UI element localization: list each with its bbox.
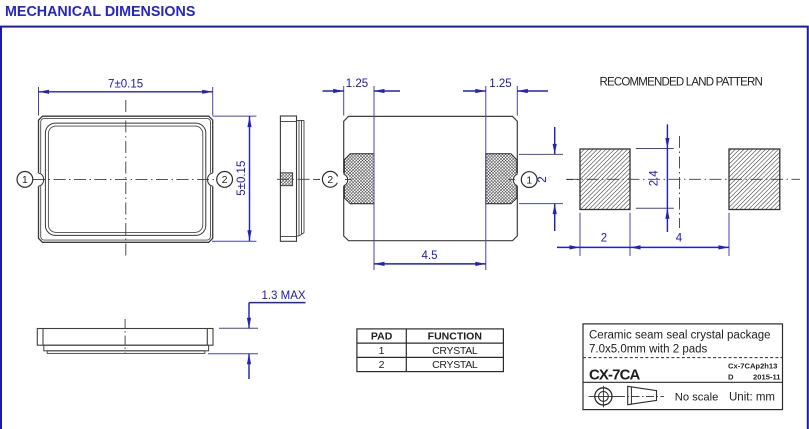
svg-text:PAD: PAD [371,331,393,343]
svg-text:2.4: 2.4 [649,170,661,187]
svg-text:RECOMMENDED LAND PATTERN: RECOMMENDED LAND PATTERN [600,77,763,89]
svg-text:2015-11: 2015-11 [753,373,781,382]
svg-text:2: 2 [537,176,549,182]
svg-text:Cx-7CAp2h13: Cx-7CAp2h13 [728,362,777,371]
svg-text:7.0x5.0mm with 2 pads: 7.0x5.0mm with 2 pads [589,344,708,356]
svg-text:MECHANICAL DIMENSIONS: MECHANICAL DIMENSIONS [5,4,195,20]
svg-text:2: 2 [601,233,607,245]
svg-text:1.25: 1.25 [489,78,511,90]
svg-text:1: 1 [526,175,532,186]
svg-text:4.5: 4.5 [422,250,438,262]
svg-text:CRYSTAL: CRYSTAL [432,345,478,357]
svg-text:CRYSTAL: CRYSTAL [432,359,478,371]
svg-text:5±0.15: 5±0.15 [236,161,248,196]
svg-text:1: 1 [22,175,28,186]
svg-text:2: 2 [379,359,385,371]
svg-text:D: D [728,373,734,382]
svg-text:1.25: 1.25 [346,78,368,90]
svg-text:4: 4 [676,233,683,245]
svg-text:2: 2 [222,175,228,186]
svg-text:1: 1 [379,345,385,357]
svg-text:2: 2 [327,175,333,186]
svg-text:CX-7CA: CX-7CA [589,367,641,384]
svg-text:FUNCTION: FUNCTION [428,331,482,343]
svg-text:1.3 MAX: 1.3 MAX [261,290,305,302]
svg-text:No scale: No scale [675,391,719,403]
svg-text:Unit: mm: Unit: mm [729,391,775,403]
svg-text:7±0.15: 7±0.15 [108,79,143,91]
svg-text:Ceramic seam seal crystal pack: Ceramic seam seal crystal package [589,330,771,342]
